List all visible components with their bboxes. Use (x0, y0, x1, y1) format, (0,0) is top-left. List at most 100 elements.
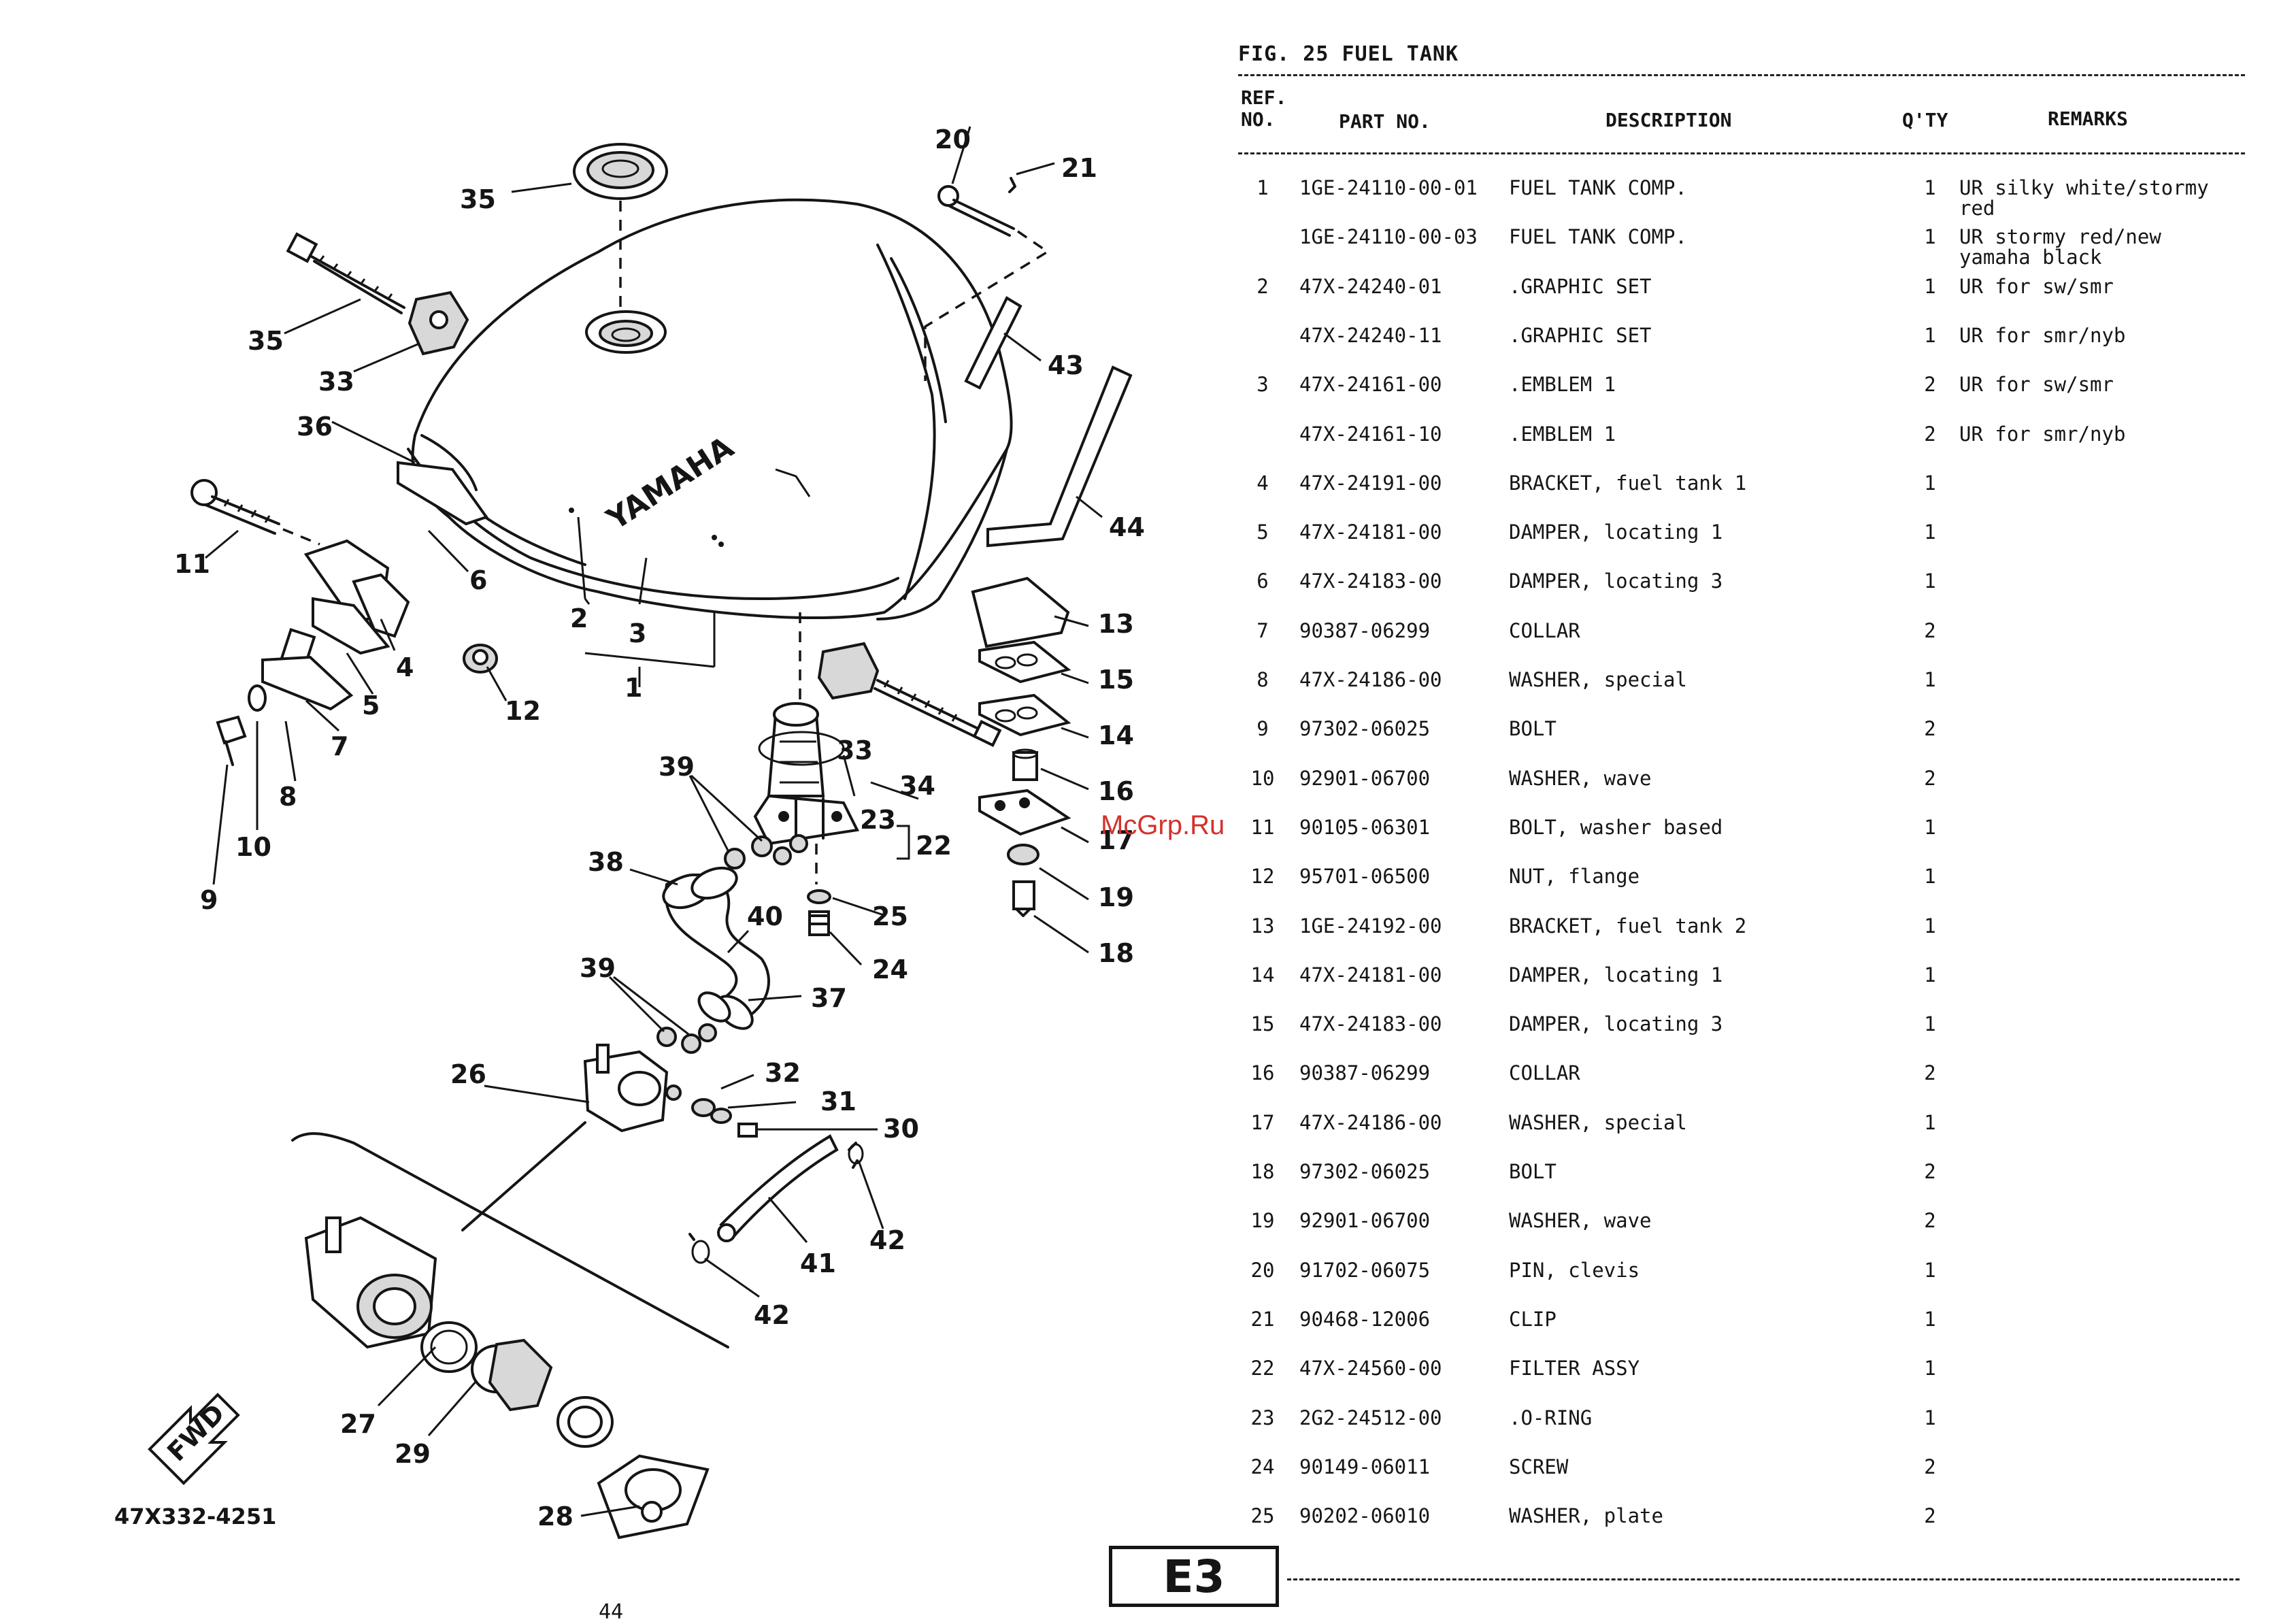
clevis-pin-drawing (924, 177, 1050, 381)
part-no-cell: 90105-06301 (1299, 815, 1431, 839)
qty-cell: 1 (1924, 1357, 1936, 1380)
part-no-cell: 92901-06700 (1299, 766, 1431, 790)
callout-4: 4 (396, 652, 414, 682)
qty-cell: 2 (1924, 618, 1936, 642)
qty-cell: 2 (1924, 766, 1936, 790)
filler-cap-drawing (573, 143, 668, 310)
qty-cell: 1 (1924, 1110, 1936, 1134)
ref-cell: 8 (1257, 668, 1269, 691)
part-no-cell: 47X-24183-00 (1299, 569, 1442, 593)
fuel-cock-exploded-drawing (291, 1121, 729, 1540)
callout-12: 12 (505, 696, 541, 726)
remarks-cell: UR silky white/stormy red (1959, 176, 2209, 220)
ref-cell: 19 (1250, 1209, 1275, 1233)
page-number: 44 (599, 1600, 624, 1624)
callout-18: 18 (1098, 938, 1134, 968)
part-no-cell: 47X-24183-00 (1299, 1012, 1442, 1036)
callout-3: 3 (629, 618, 646, 648)
callout-35: 36 (297, 412, 333, 442)
callout-25: 25 (872, 901, 908, 931)
callout-21: 21 (1061, 153, 1097, 183)
callout-labels: 35 35 33 36 11 6 4 5 7 8 10 9 12 2 3 1 2… (174, 125, 1145, 1531)
callout-39-upper: 39 (659, 752, 695, 782)
ref-cell: 6 (1257, 569, 1269, 593)
part-no-cell: 90202-06010 (1299, 1504, 1431, 1528)
qty-cell: 1 (1924, 274, 1936, 298)
callout-28: 28 (537, 1502, 573, 1531)
description-cell: BOLT (1509, 717, 1557, 741)
hose-clamps-upper-drawing (724, 834, 808, 869)
ref-cell: 22 (1250, 1357, 1275, 1380)
remarks-cell: UR for sw/smr (1959, 373, 2114, 397)
qty-cell: 1 (1924, 225, 1936, 249)
callout-14: 14 (1098, 720, 1134, 750)
callout-leader-lines (205, 126, 1103, 1517)
part-no-cell: 92901-06700 (1299, 1209, 1431, 1233)
callout-16: 16 (1098, 776, 1134, 806)
qty-cell: 1 (1924, 569, 1936, 593)
ref-cell: 18 (1250, 1160, 1275, 1183)
part-no-cell: 1GE-24110-00-01 (1299, 176, 1478, 199)
callout-44: 44 (1109, 512, 1145, 542)
callout-11: 11 (174, 549, 210, 579)
ref-cell: 4 (1257, 471, 1269, 495)
description-cell: FUEL TANK COMP. (1509, 225, 1687, 249)
description-cell: BRACKET, fuel tank 1 (1509, 471, 1747, 495)
description-cell: DAMPER, locating 1 (1509, 520, 1723, 544)
description-cell: .O-RING (1509, 1406, 1593, 1429)
callout-32: 32 (765, 1058, 801, 1088)
callout-9: 9 (200, 885, 218, 915)
watermark: McGrp.Ru (1101, 810, 1225, 840)
qty-cell: 2 (1924, 717, 1936, 741)
callout-17: 17 (1098, 825, 1134, 855)
part-no-cell: 47X-24181-00 (1299, 520, 1442, 544)
callout-19: 19 (1098, 882, 1134, 912)
callout-34-lower: 34 (899, 771, 935, 801)
description-cell: BOLT (1509, 1160, 1557, 1183)
description-cell: WASHER, wave (1509, 766, 1652, 790)
description-cell: COLLAR (1509, 618, 1580, 642)
callout-8: 8 (279, 782, 297, 812)
header-ref-no: REF. NO. (1241, 86, 1287, 131)
ref-cell: 7 (1257, 618, 1269, 642)
qty-cell: 1 (1924, 815, 1936, 839)
ref-cell: 24 (1250, 1455, 1275, 1478)
description-cell: WASHER, special (1509, 668, 1687, 691)
qty-cell: 1 (1924, 914, 1936, 938)
callout-20: 20 (935, 125, 971, 154)
part-no-cell: 47X-24181-00 (1299, 963, 1442, 987)
part-no-cell: 97302-06025 (1299, 717, 1431, 741)
remarks-cell: UR for smr/nyb (1959, 422, 2126, 446)
part-no-cell: 95701-06500 (1299, 865, 1431, 889)
fuel-cock-drawing (583, 1044, 758, 1138)
callout-39-lower: 39 (580, 953, 616, 983)
part-no-cell: 47X-24240-11 (1299, 323, 1442, 347)
ref-cell: 21 (1250, 1307, 1275, 1331)
remarks-cell: UR for smr/nyb (1959, 323, 2126, 347)
part-no-cell: 47X-24240-01 (1299, 274, 1442, 298)
description-cell: FUEL TANK COMP. (1509, 176, 1687, 199)
ref-cell: 2 (1257, 274, 1269, 298)
description-cell: DAMPER, locating 1 (1509, 963, 1723, 987)
ref-cell: 25 (1250, 1504, 1275, 1528)
qty-cell: 1 (1924, 471, 1936, 495)
callout-31: 31 (820, 1087, 856, 1116)
drain-hose-drawing (688, 1134, 864, 1264)
callout-42-lower: 42 (754, 1300, 790, 1330)
part-no-cell: 47X-24161-10 (1299, 422, 1442, 446)
callout-13: 13 (1098, 609, 1134, 639)
footer-rule (1287, 1578, 2240, 1580)
ref-cell: 3 (1257, 373, 1269, 397)
